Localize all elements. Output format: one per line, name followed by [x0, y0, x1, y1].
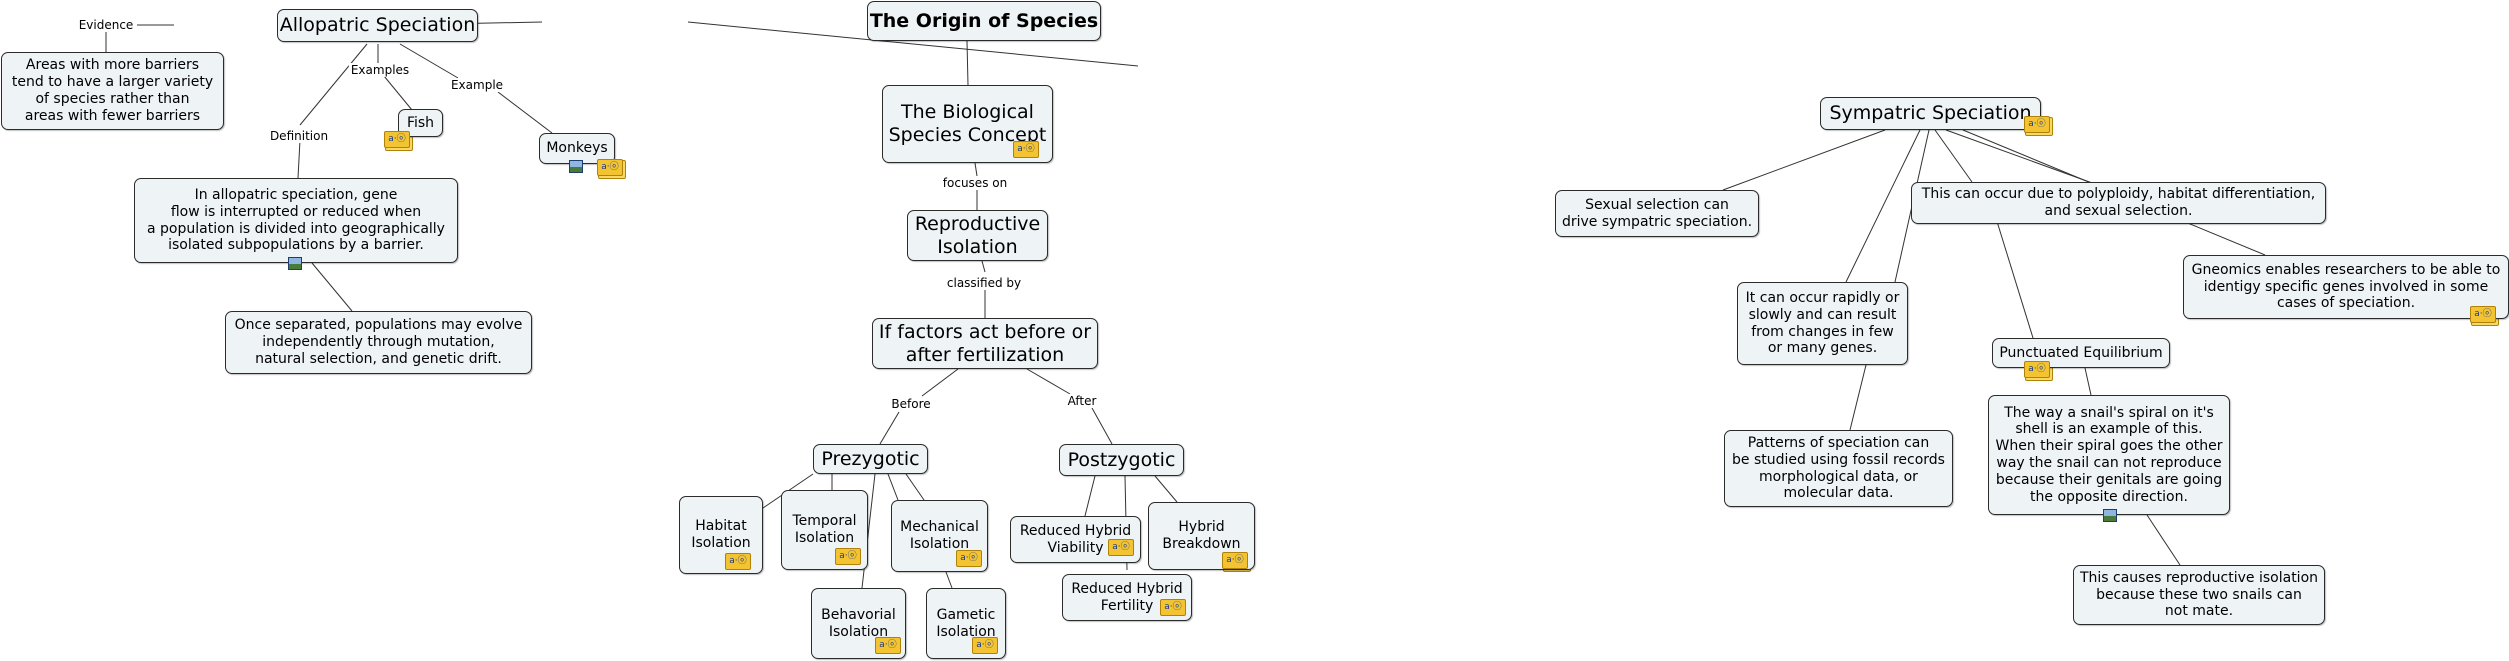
- resource-folder-icon[interactable]: a·ⓞ: [875, 637, 904, 657]
- node-monkeys[interactable]: Monkeys: [539, 133, 615, 164]
- node-rapidly-slowly[interactable]: It can occur rapidly or slowly and can r…: [1737, 282, 1908, 365]
- node-sexual-selection[interactable]: Sexual selection can drive sympatric spe…: [1555, 190, 1759, 237]
- resource-folder-icon[interactable]: a·ⓞ: [2470, 306, 2499, 326]
- resource-folder-icon[interactable]: a·ⓞ: [956, 550, 985, 570]
- resource-folder-icon[interactable]: a·ⓞ: [725, 553, 754, 573]
- link-label-example: Example: [448, 78, 506, 92]
- node-temporal-isolation[interactable]: Temporal Isolation: [781, 490, 868, 570]
- node-postzygotic[interactable]: Postzygotic: [1059, 444, 1184, 476]
- link-label-examples: Examples: [348, 63, 412, 77]
- node-origin-of-species[interactable]: The Origin of Species: [867, 1, 1101, 41]
- image-icon[interactable]: [569, 160, 583, 173]
- link-label-evidence: Evidence: [76, 18, 136, 32]
- resource-folder-icon[interactable]: a·ⓞ: [1108, 539, 1137, 559]
- resource-folder-icon[interactable]: a·ⓞ: [835, 548, 864, 568]
- node-patterns-of-speciation[interactable]: Patterns of speciation can be studied us…: [1724, 430, 1953, 507]
- resource-folder-icon[interactable]: a·ⓞ: [597, 159, 626, 179]
- resource-folder-icon[interactable]: a·ⓞ: [1222, 552, 1251, 572]
- image-icon[interactable]: [2103, 509, 2117, 522]
- link-label-classified-by: classified by: [944, 276, 1024, 290]
- node-punctuated-equilibrium[interactable]: Punctuated Equilibrium: [1992, 338, 2170, 368]
- node-allopatric-speciation[interactable]: Allopatric Speciation: [277, 9, 478, 42]
- node-polyploidy[interactable]: This can occur due to polyploidy, habita…: [1911, 182, 2326, 224]
- image-icon[interactable]: [288, 257, 302, 270]
- resource-folder-icon[interactable]: a·ⓞ: [1013, 141, 1042, 161]
- node-snails-cannot-mate[interactable]: This causes reproductive isolation becau…: [2073, 565, 2325, 625]
- resource-folder-icon[interactable]: a·ⓞ: [384, 131, 413, 151]
- node-evidence-barriers[interactable]: Areas with more barriers tend to have a …: [1, 52, 224, 130]
- link-label-focuses-on: focuses on: [940, 176, 1010, 190]
- resource-folder-icon[interactable]: a·ⓞ: [972, 637, 1001, 657]
- link-label-definition: Definition: [267, 129, 331, 143]
- link-label-after: After: [1065, 394, 1099, 408]
- node-allopatric-definition[interactable]: In allopatric speciation, gene flow is i…: [134, 178, 458, 263]
- link-label-before: Before: [889, 397, 933, 411]
- node-snail-spiral[interactable]: The way a snail's spiral on it's shell i…: [1988, 395, 2230, 515]
- resource-folder-icon[interactable]: a·ⓞ: [2024, 361, 2053, 381]
- resource-folder-icon[interactable]: a·ⓞ: [2024, 116, 2053, 136]
- node-habitat-isolation[interactable]: Habitat Isolation: [679, 496, 763, 574]
- node-reproductive-isolation[interactable]: Reproductive Isolation: [907, 210, 1048, 261]
- node-once-separated[interactable]: Once separated, populations may evolve i…: [225, 311, 532, 374]
- node-prezygotic[interactable]: Prezygotic: [813, 444, 928, 474]
- node-sympatric-speciation[interactable]: Sympatric Speciation: [1820, 97, 2041, 130]
- node-genomics[interactable]: Gneomics enables researchers to be able …: [2183, 255, 2509, 319]
- resource-folder-icon[interactable]: a·ⓞ: [1160, 599, 1189, 619]
- node-factors-before-after[interactable]: If factors act before or after fertiliza…: [872, 318, 1098, 369]
